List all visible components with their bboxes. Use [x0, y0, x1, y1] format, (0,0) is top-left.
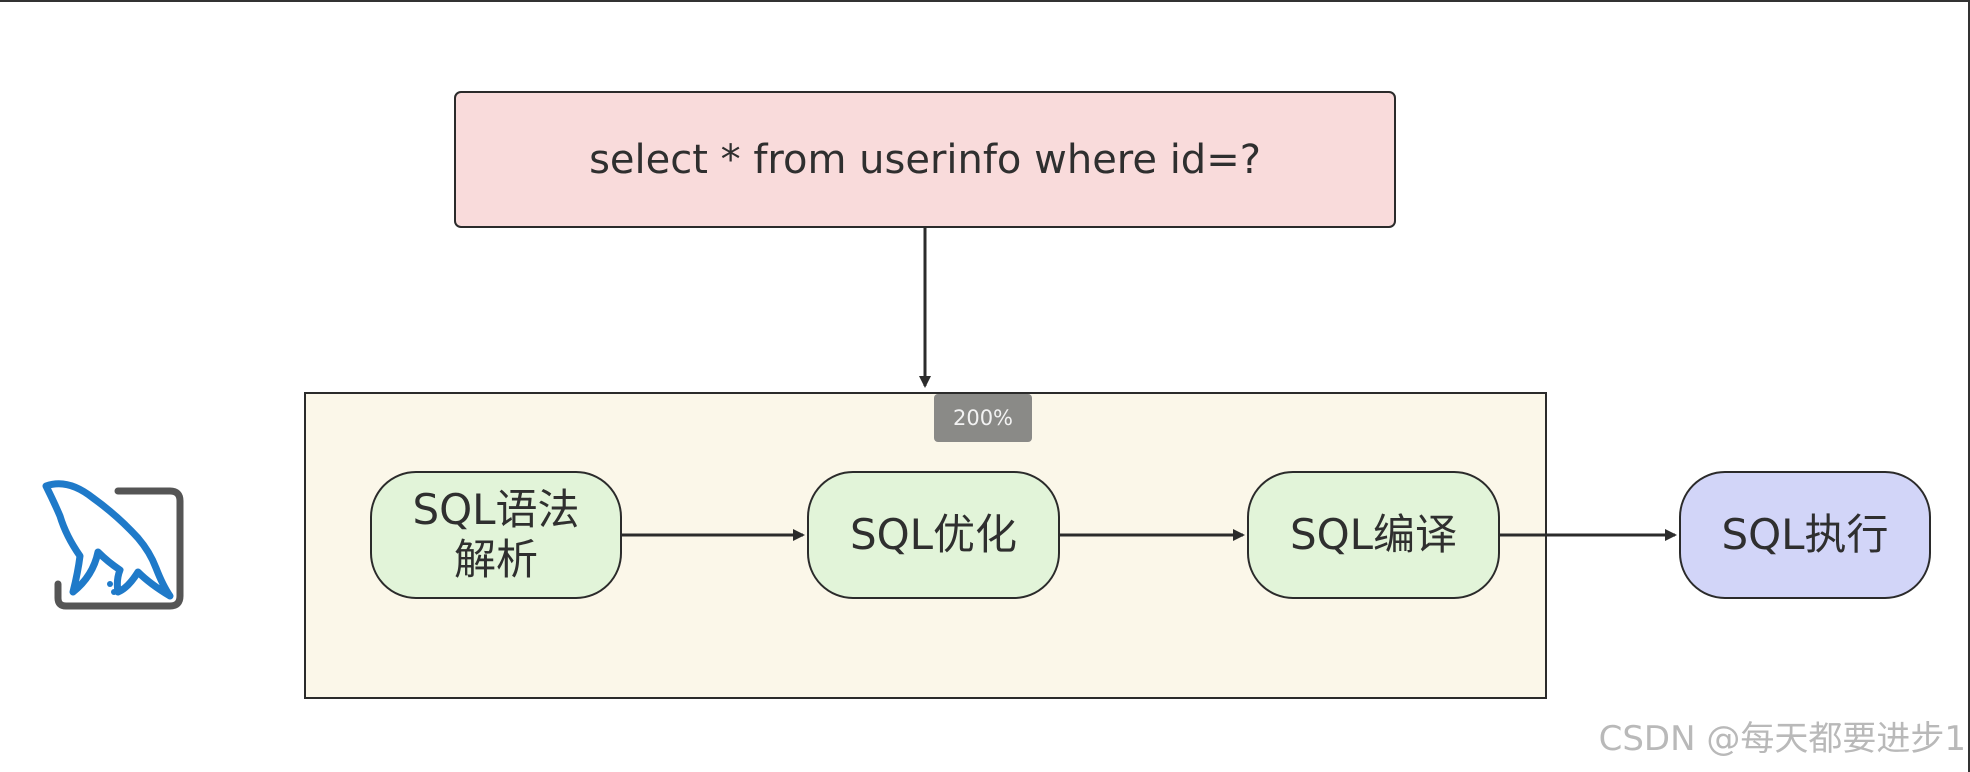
step-execute: SQL执行: [1679, 471, 1931, 599]
sql-query-text: select * from userinfo where id=?: [589, 136, 1261, 183]
step-optimize: SQL优化: [807, 471, 1060, 599]
step-execute-label: SQL执行: [1721, 509, 1889, 559]
right-border: [1968, 0, 1970, 772]
sql-query-box: select * from userinfo where id=?: [454, 91, 1396, 228]
step-syntax-parse: SQL语法 解析: [370, 471, 622, 599]
step-compile: SQL编译: [1247, 471, 1500, 599]
step-syntax-parse-label: SQL语法 解析: [412, 484, 580, 584]
csdn-watermark: CSDN @每天都要进步1: [1598, 719, 1966, 759]
step-optimize-label: SQL优化: [849, 509, 1018, 559]
mysql-dolphin-icon: [42, 480, 184, 610]
zoom-level-badge: 200%: [934, 394, 1032, 442]
step-compile-label: SQL编译: [1289, 509, 1458, 559]
top-border: [0, 0, 1970, 2]
